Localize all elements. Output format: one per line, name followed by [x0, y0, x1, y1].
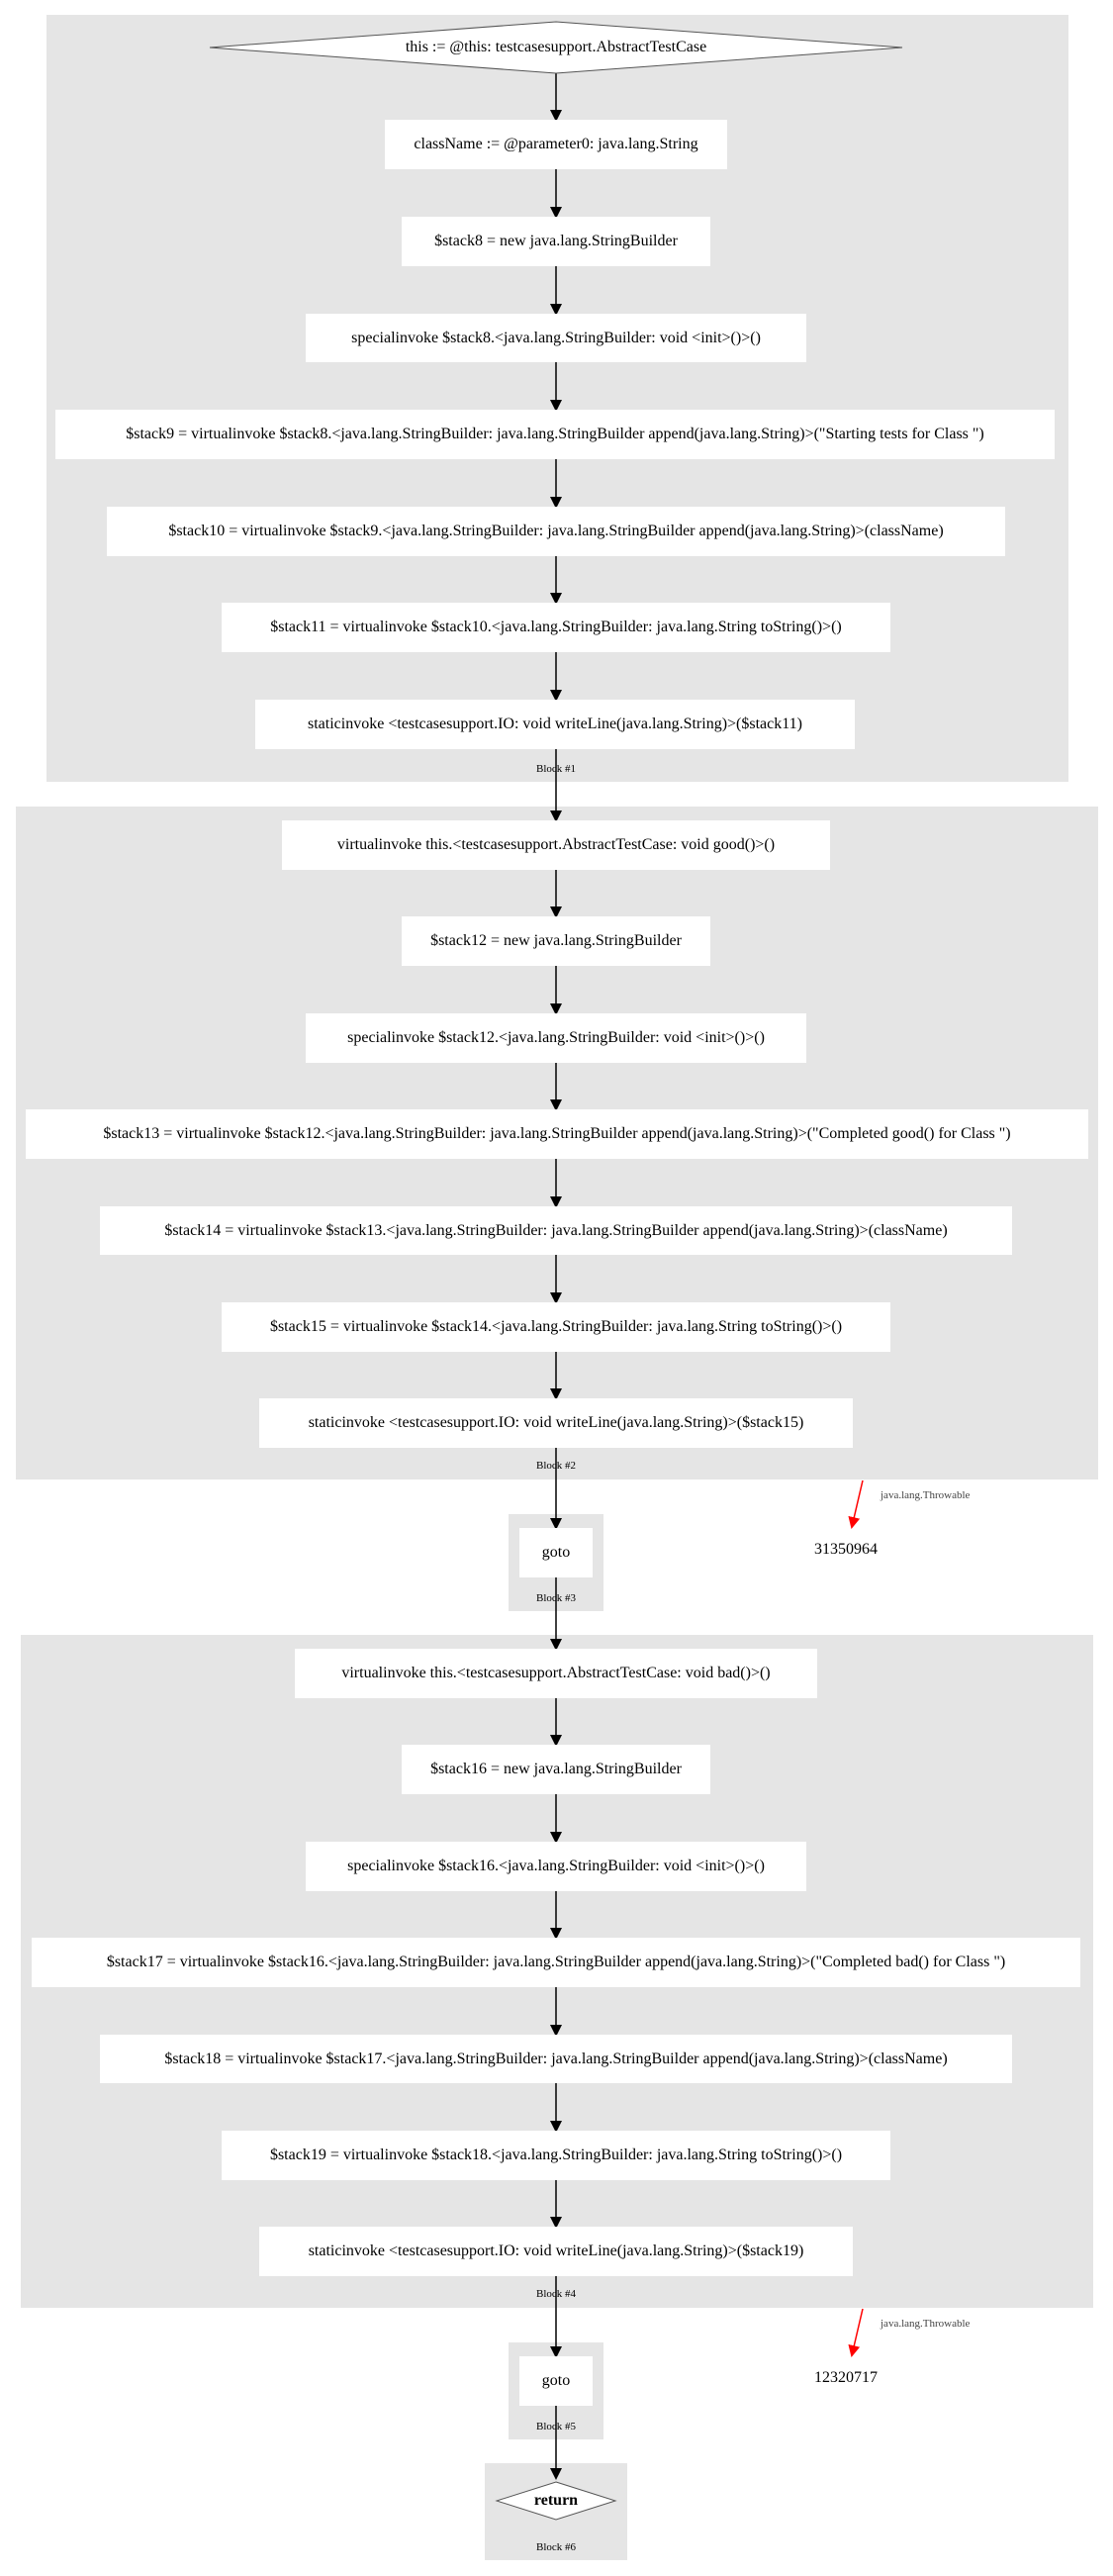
return-diamond [495, 2481, 617, 2521]
exception-edge-1 [848, 1479, 864, 1529]
node-stack15-tostring: $stack15 = virtualinvoke $stack14.<java.… [222, 1302, 890, 1352]
node-stack9-append: $stack9 = virtualinvoke $stack8.<java.la… [55, 410, 1055, 459]
entry-diamond [209, 21, 903, 74]
node-goto-2: goto [519, 2356, 593, 2406]
node-stack12-new: $stack12 = new java.lang.StringBuilder [402, 916, 710, 966]
node-return: return [533, 2492, 579, 2509]
node-stack18-append: $stack18 = virtualinvoke $stack17.<java.… [100, 2035, 1012, 2083]
exception-label-1: java.lang.Throwable [881, 1489, 971, 1501]
block-1-label: Block #1 [535, 763, 577, 775]
node-invoke-bad: virtualinvoke this.<testcasesupport.Abst… [295, 1649, 817, 1698]
node-stack16-init: specialinvoke $stack16.<java.lang.String… [306, 1842, 806, 1891]
node-stack16-new: $stack16 = new java.lang.StringBuilder [402, 1745, 710, 1794]
node-stack10-append: $stack10 = virtualinvoke $stack9.<java.l… [107, 507, 1005, 556]
node-this-identity: this := @this: testcasesupport.AbstractT… [405, 39, 707, 55]
exception-target-1: 31350964 [814, 1541, 878, 1558]
exception-label-2: java.lang.Throwable [881, 2318, 971, 2330]
node-stack8-new: $stack8 = new java.lang.StringBuilder [402, 217, 710, 266]
node-goto-1: goto [519, 1528, 593, 1577]
node-classname-identity: className := @parameter0: java.lang.Stri… [385, 120, 727, 169]
node-stack12-init: specialinvoke $stack12.<java.lang.String… [306, 1013, 806, 1063]
block-3-label: Block #3 [535, 1592, 577, 1604]
node-stack17-append: $stack17 = virtualinvoke $stack16.<java.… [32, 1938, 1080, 1987]
block-5-label: Block #5 [535, 2421, 577, 2433]
block-6-label: Block #6 [535, 2541, 577, 2553]
node-invoke-good: virtualinvoke this.<testcasesupport.Abst… [282, 820, 830, 870]
node-writeline-stack15: staticinvoke <testcasesupport.IO: void w… [259, 1398, 853, 1448]
node-writeline-stack11: staticinvoke <testcasesupport.IO: void w… [255, 700, 855, 749]
node-stack13-append: $stack13 = virtualinvoke $stack12.<java.… [26, 1109, 1088, 1159]
block-2-label: Block #2 [535, 1460, 577, 1472]
node-stack11-tostring: $stack11 = virtualinvoke $stack10.<java.… [222, 603, 890, 652]
exception-edge-2 [848, 2308, 864, 2357]
node-stack19-tostring: $stack19 = virtualinvoke $stack18.<java.… [222, 2131, 890, 2180]
node-stack8-init: specialinvoke $stack8.<java.lang.StringB… [306, 314, 806, 362]
node-stack14-append: $stack14 = virtualinvoke $stack13.<java.… [100, 1206, 1012, 1255]
block-4-label: Block #4 [535, 2288, 577, 2300]
node-writeline-stack19: staticinvoke <testcasesupport.IO: void w… [259, 2227, 853, 2276]
exception-target-2: 12320717 [814, 2369, 878, 2386]
